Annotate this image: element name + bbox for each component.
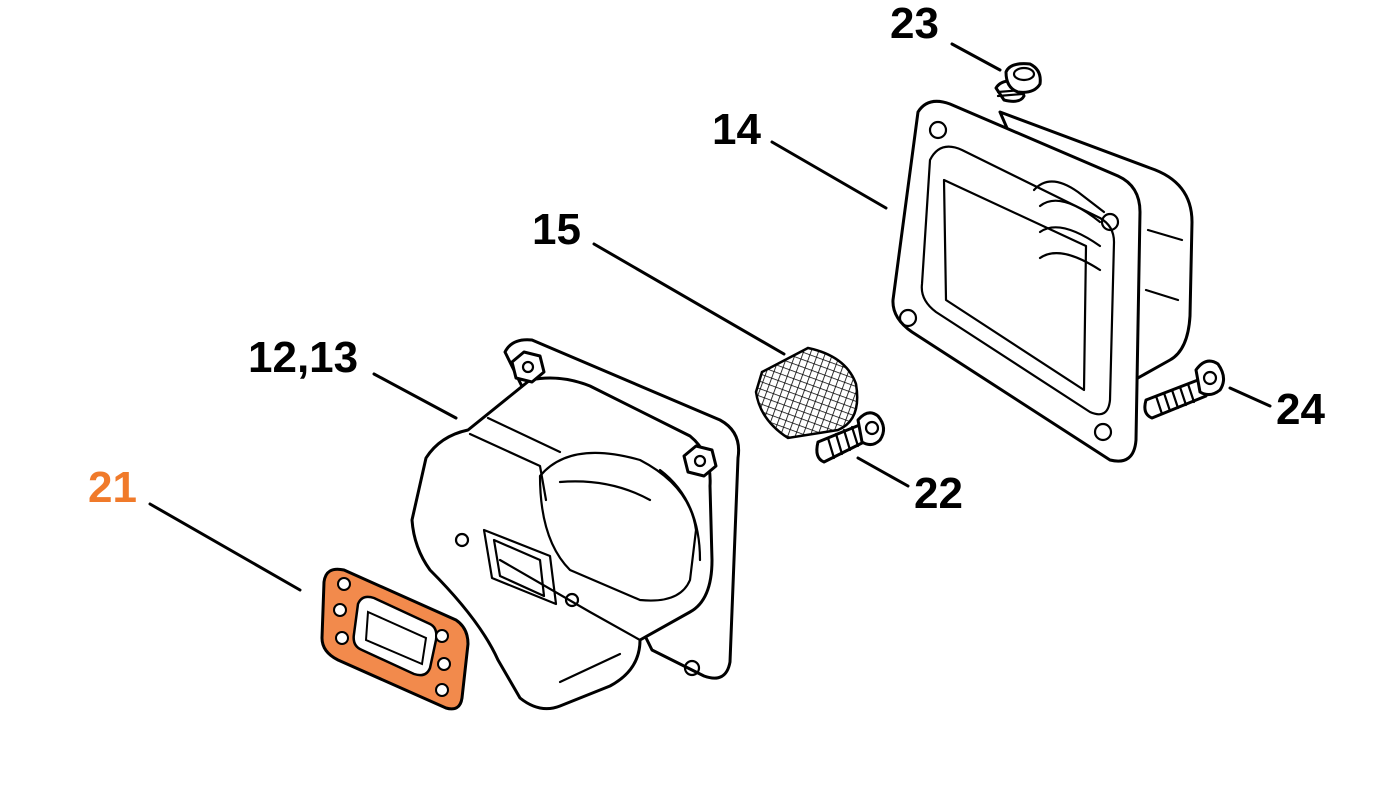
callout-14[interactable]: 14 — [712, 105, 761, 154]
callout-15[interactable]: 15 — [532, 205, 581, 254]
callout-24[interactable]: 24 — [1276, 385, 1325, 434]
callout-21[interactable]: 21 — [88, 463, 137, 512]
leader-24 — [1228, 386, 1272, 408]
leader-1213 — [372, 372, 458, 420]
screw-24[interactable] — [1143, 359, 1225, 420]
leader-23 — [950, 42, 1002, 72]
muffler-gasket[interactable] — [320, 567, 470, 711]
hex-nut-top[interactable] — [510, 350, 546, 384]
callout-22[interactable]: 22 — [914, 469, 963, 518]
leader-22 — [856, 456, 910, 488]
callout-23[interactable]: 23 — [890, 0, 939, 48]
muffler-cover[interactable] — [891, 99, 1194, 463]
callout-12-13[interactable]: 12,13 — [248, 333, 358, 382]
spark-arrester-screen[interactable] — [754, 346, 859, 440]
hex-nut-right[interactable] — [682, 444, 718, 478]
muffler-body[interactable] — [410, 338, 741, 711]
screw-22[interactable] — [815, 411, 885, 464]
leader-14 — [770, 140, 888, 210]
screw-23[interactable] — [994, 62, 1042, 103]
leader-21 — [148, 502, 302, 592]
leader-15 — [592, 242, 786, 356]
